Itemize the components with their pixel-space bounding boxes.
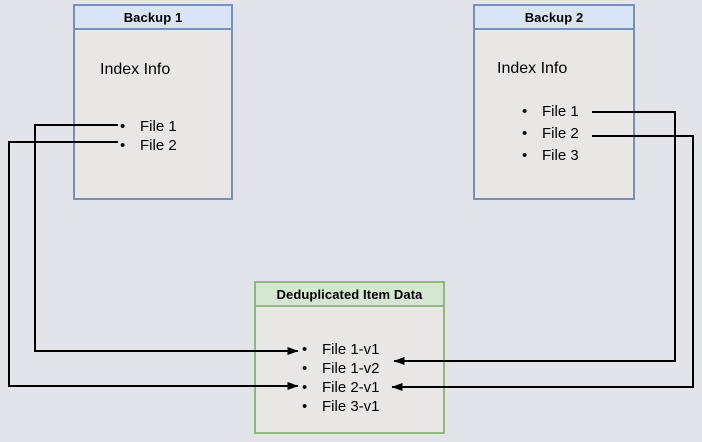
backup1-file-list: File 1 File 2 [118, 117, 177, 155]
file-item: File 3 [520, 144, 579, 166]
dedup-item: File 2-v1 [300, 378, 380, 397]
backup1-index-info-label: Index Info [100, 61, 171, 78]
backup1-body [75, 30, 231, 198]
dedup-item-list: File 1-v1 File 1-v2 File 2-v1 File 3-v1 [300, 340, 380, 416]
dedup-item: File 3-v1 [300, 397, 380, 416]
dedup-title: Deduplicated Item Data [256, 283, 443, 307]
file-item: File 1 [118, 117, 177, 136]
backup1-box: Backup 1 [73, 4, 233, 200]
backup2-title: Backup 2 [475, 6, 633, 30]
backup2-index-info-label: Index Info [497, 60, 568, 77]
dedup-item: File 1-v2 [300, 359, 380, 378]
file-item: File 2 [520, 122, 579, 144]
file-item: File 1 [520, 100, 579, 122]
dedup-item: File 1-v1 [300, 340, 380, 359]
file-item: File 2 [118, 136, 177, 155]
backup2-file-list: File 1 File 2 File 3 [520, 100, 579, 166]
backup1-title: Backup 1 [75, 6, 231, 30]
